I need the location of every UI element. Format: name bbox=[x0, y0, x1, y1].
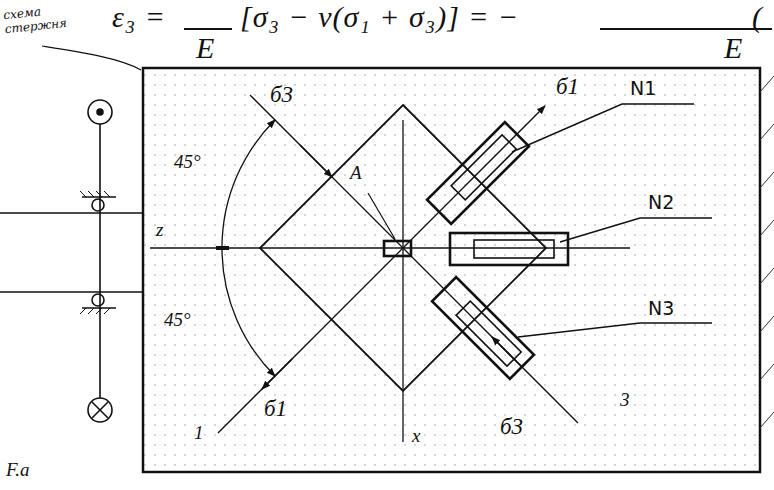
stress-label: б1 bbox=[264, 396, 287, 421]
direction-number: 3 bbox=[620, 390, 630, 411]
axis-label: x bbox=[412, 426, 420, 447]
rod-schematic bbox=[0, 46, 143, 422]
formula-text: E bbox=[724, 31, 743, 64]
gauge-callout: N2 bbox=[648, 192, 674, 213]
formula-text: [σ₃ − ν(σ₁ + σ₃)] = − bbox=[240, 0, 519, 33]
fraction-bar bbox=[600, 28, 772, 30]
formula-text: E bbox=[196, 31, 215, 64]
scheme-note: схема стержня bbox=[3, 3, 70, 37]
load-note: F.a bbox=[6, 460, 29, 481]
gauge-callout: N3 bbox=[648, 298, 674, 319]
point-label: A bbox=[350, 163, 362, 184]
axis-label: z bbox=[156, 220, 163, 241]
hatching bbox=[760, 76, 774, 428]
formula-text: ε₃ = bbox=[112, 0, 166, 33]
grid-panel bbox=[143, 68, 760, 472]
formula-text: ( bbox=[752, 0, 763, 33]
fraction-bar bbox=[184, 28, 232, 30]
angle-label: 45° bbox=[174, 152, 201, 173]
strain-gauges bbox=[384, 122, 568, 379]
angle-label: 45° bbox=[164, 310, 191, 331]
gauge-callout: N1 bbox=[630, 78, 656, 99]
stress-label: б3 bbox=[270, 82, 293, 107]
direction-number: 1 bbox=[194, 423, 204, 444]
stress-label: б3 bbox=[500, 414, 523, 439]
stress-label: б1 bbox=[556, 74, 579, 99]
stress-element bbox=[150, 95, 630, 442]
leader-lines bbox=[512, 104, 712, 337]
